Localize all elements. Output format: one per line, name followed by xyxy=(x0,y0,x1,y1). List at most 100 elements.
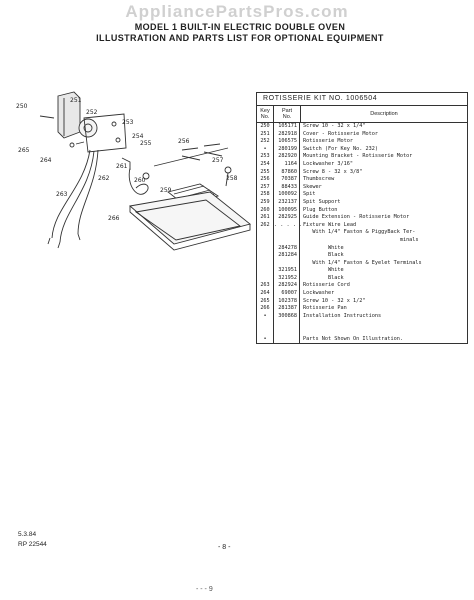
table-row: •Parts Not Shown On Illustration. xyxy=(257,335,467,344)
row-description: Rotisserie Motor xyxy=(303,138,353,145)
table-row: 321952 Black xyxy=(257,274,467,283)
row-description: Skewer xyxy=(303,183,322,190)
row-part-number: . . . . . . xyxy=(274,221,309,230)
row-part-number: 281284 xyxy=(274,252,300,260)
row-key: • xyxy=(257,145,274,154)
row-key: 265 xyxy=(257,297,274,306)
row-key: 251 xyxy=(257,130,274,139)
row-description xyxy=(300,320,467,328)
row-key: • xyxy=(257,312,274,321)
row-part-number xyxy=(274,229,300,237)
row-description: Plug Button xyxy=(303,206,338,213)
row-part-number: 281387 xyxy=(274,305,300,313)
row-description: Parts Not Shown On Illustration. xyxy=(303,335,403,342)
row-key xyxy=(257,328,274,336)
table-row: 284278 White xyxy=(257,244,467,253)
row-key: 256 xyxy=(257,176,274,184)
table-row: minals xyxy=(257,236,467,245)
page-subtitle: ILLUSTRATION AND PARTS LIST FOR OPTIONAL… xyxy=(96,33,384,43)
callout-262: 262 xyxy=(98,175,110,182)
row-description: Rotisserie Pan xyxy=(303,305,347,312)
row-description: Switch (For Key No. 232) xyxy=(303,145,378,152)
row-key: 266 xyxy=(257,305,274,313)
row-part-number: 282920 xyxy=(274,153,300,161)
row-key: 257 xyxy=(257,183,274,192)
callout-265: 265 xyxy=(18,147,30,154)
row-description: White xyxy=(303,244,344,251)
row-key: 264 xyxy=(257,290,274,298)
callout-261: 261 xyxy=(116,163,128,170)
row-part-number: 280199 xyxy=(274,145,300,154)
row-key: 250 xyxy=(257,123,274,131)
row-part-number: 300868 xyxy=(274,312,300,321)
row-key: 261 xyxy=(257,214,274,222)
skewer xyxy=(181,143,223,161)
row-description: Screw 10 - 32 x 1/2" xyxy=(303,297,366,304)
thumbscrew xyxy=(224,166,232,174)
row-part-number: 282924 xyxy=(274,282,300,291)
table-row: 262. . . . . .Fixture Wire Lead xyxy=(257,221,467,230)
col-part-header: Part No. xyxy=(274,106,301,122)
row-description: With 1/4" Faston & Eyelet Terminals xyxy=(303,259,422,266)
row-description: minals xyxy=(303,236,419,243)
row-part-number: 69007 xyxy=(274,290,300,298)
row-part-number: 321952 xyxy=(274,274,300,283)
callout-260: 260 xyxy=(134,177,146,184)
wire-leads xyxy=(51,149,91,239)
rotisserie-motor xyxy=(78,118,98,138)
row-part-number: 282918 xyxy=(274,130,300,139)
spit xyxy=(153,147,229,167)
row-description: Cover - Rotisserie Motor xyxy=(303,130,378,137)
row-part-number: 70387 xyxy=(274,176,300,184)
row-key: 259 xyxy=(257,198,274,207)
mounting-bracket xyxy=(83,113,127,153)
table-row: With 1/4" Faston & Eyelet Terminals xyxy=(257,259,467,268)
row-part-number xyxy=(274,236,300,245)
row-key: 260 xyxy=(257,206,274,215)
table-row: With 1/4" Faston & PiggyBack Ter- xyxy=(257,229,467,237)
callout-256: 256 xyxy=(178,138,190,145)
callout-266: 266 xyxy=(108,215,120,222)
row-key: 258 xyxy=(257,191,274,199)
row-description: Thumbscrew xyxy=(303,176,335,183)
callout-255: 255 xyxy=(140,140,152,147)
watermark: AppliancePartsPros.com xyxy=(125,2,349,21)
row-description: Black xyxy=(303,274,344,281)
row-description: Screw 8 - 32 x 3/8" xyxy=(303,168,363,175)
row-part-number: 321951 xyxy=(274,267,300,275)
screw-250 xyxy=(39,115,55,119)
row-part-number xyxy=(274,259,300,268)
row-description: With 1/4" Faston & PiggyBack Ter- xyxy=(303,229,416,236)
callout-251: 251 xyxy=(70,97,82,104)
page-title: MODEL 1 BUILT-IN ELECTRIC DOUBLE OVEN xyxy=(134,22,346,32)
callout-253: 253 xyxy=(122,119,134,126)
row-description: Screw 10 - 32 x 1/4" xyxy=(303,123,366,129)
row-part-number xyxy=(274,320,300,329)
row-part-number: 1164 xyxy=(274,160,300,169)
next-page-edge: - - - 9 xyxy=(196,586,213,593)
callout-257: 257 xyxy=(212,157,224,164)
rotisserie-pan xyxy=(128,191,251,245)
page-number: - 8 - xyxy=(218,544,231,551)
row-description: Spit xyxy=(303,191,316,198)
row-key xyxy=(257,267,274,275)
row-key xyxy=(257,236,274,245)
parts-list-table: ROTISSERIE KIT NO. 1006504 Key No. Part … xyxy=(256,92,468,345)
col-key-header: Key No. xyxy=(257,106,274,122)
row-part-number xyxy=(274,335,300,344)
